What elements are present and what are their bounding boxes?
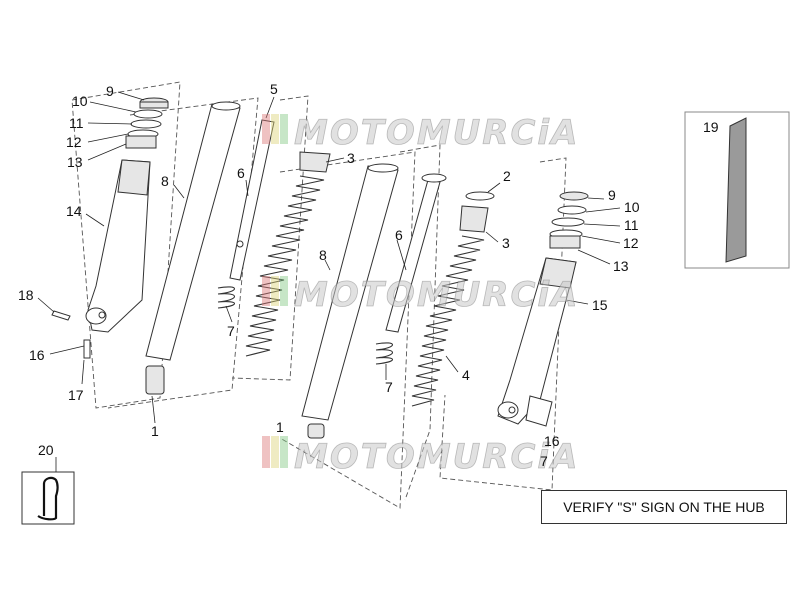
right-oring-10 — [557, 205, 587, 215]
right-main-spring — [411, 235, 485, 407]
callout-7a: 7 — [227, 323, 235, 339]
right-inner-tube-group — [301, 163, 399, 439]
watermark-text-middle: MOTOMURCiA — [294, 275, 579, 315]
callout-7c: 7 — [540, 453, 548, 469]
right-damper-rod-group — [375, 173, 447, 365]
callout-10a: 10 — [72, 93, 88, 109]
left-inner-tube — [145, 103, 241, 361]
watermark-top: MOTOMURCiA — [262, 113, 579, 153]
callout-11b: 11 — [624, 217, 639, 233]
callout-12a: 12 — [66, 134, 82, 150]
right-rod-cap — [421, 173, 447, 183]
left-damper-rod — [229, 119, 275, 281]
watermark-middle: MOTOMURCiA — [262, 275, 579, 315]
callout-18: 18 — [18, 287, 34, 303]
left-bolt-16 — [83, 339, 91, 359]
leader-lines — [37, 91, 621, 472]
watermark-text-bottom: MOTOMURCiA — [294, 437, 579, 477]
callout-8a: 8 — [161, 173, 169, 189]
callout-3b: 3 — [502, 235, 510, 251]
callout-1b: 1 — [276, 419, 284, 435]
callout-13b: 13 — [613, 258, 629, 274]
left-bolt-18 — [51, 310, 71, 321]
callout-13a: 13 — [67, 154, 83, 170]
callout-5: 5 — [270, 81, 278, 97]
watermark-bottom: MOTOMURCiA — [262, 436, 579, 477]
callout-6a: 6 — [237, 165, 245, 181]
callout-15: 15 — [592, 297, 608, 313]
right-top-bushing-3 — [459, 205, 489, 233]
callout-1a: 1 — [151, 423, 159, 439]
callout-6b: 6 — [395, 227, 403, 243]
assembly-outlines — [71, 81, 567, 509]
right-spring-group — [411, 191, 495, 407]
right-caliper-mount — [525, 395, 553, 427]
left-inner-tube-group — [145, 101, 241, 395]
left-axle-hole — [98, 311, 106, 319]
hub-note: VERIFY "S" SIGN ON THE HUB — [541, 490, 787, 524]
right-small-spring-7 — [375, 342, 394, 365]
callout-16b: 16 — [544, 433, 560, 449]
left-small-spring-7 — [217, 286, 236, 309]
callout-labels: 1 1 2 3 3 4 5 6 6 7 7 7 8 8 9 9 10 10 11… — [18, 81, 719, 469]
left-main-spring — [245, 175, 325, 357]
right-ring-11 — [551, 217, 585, 227]
right-tube-bottom-1 — [307, 423, 325, 439]
right-cap — [559, 191, 589, 201]
left-spring-group — [245, 151, 331, 357]
left-bushing-13 — [125, 135, 157, 149]
right-axle-boss — [497, 401, 519, 419]
watermarks: MOTOMURCiA MOTOMURCiA MOTOMURCiA — [262, 113, 579, 477]
left-fork-leg — [87, 159, 151, 333]
callout-9a: 9 — [106, 83, 114, 99]
left-damper-hole — [236, 240, 244, 248]
right-oring-2 — [465, 191, 495, 201]
right-fork-leg-group — [497, 191, 589, 427]
callout-9b: 9 — [608, 187, 616, 203]
left-tube-top — [211, 101, 241, 111]
left-cap-body — [139, 101, 169, 109]
callout-12b: 12 — [623, 235, 639, 251]
callout-3a: 3 — [347, 150, 355, 166]
left-fork-leg-group — [51, 97, 169, 359]
callout-19: 19 — [703, 119, 719, 135]
callout-20: 20 — [38, 442, 54, 458]
callout-2: 2 — [503, 168, 511, 184]
left-top-bushing-3 — [299, 151, 331, 173]
callout-14: 14 — [66, 203, 82, 219]
right-tube-outline — [279, 151, 416, 509]
callout-7b: 7 — [385, 379, 393, 395]
left-damper-rod-group — [217, 119, 275, 309]
callout-17: 17 — [68, 387, 84, 403]
watermark-text-top: MOTOMURCiA — [294, 113, 579, 153]
callout-11a: 11 — [69, 115, 84, 131]
left-ring-11 — [130, 119, 162, 129]
right-bushing-13 — [549, 235, 581, 249]
center-spring-outline — [231, 95, 309, 381]
right-spring-outline — [399, 144, 441, 501]
left-fork-leg-top — [117, 159, 151, 196]
left-tube-bottom-1 — [145, 365, 165, 395]
part-19-sticker — [725, 117, 747, 263]
right-tube-top — [367, 163, 399, 173]
right-axle-hole — [508, 406, 516, 414]
part-20-frame — [21, 471, 75, 525]
callout-4: 4 — [462, 367, 470, 383]
right-fork-leg-top — [539, 257, 577, 289]
callout-16a: 16 — [29, 347, 45, 363]
callout-10b: 10 — [624, 199, 640, 215]
left-assembly-outline — [71, 81, 181, 409]
part-20-clip — [37, 476, 59, 521]
callout-8b: 8 — [319, 247, 327, 263]
left-oring-10 — [133, 109, 163, 119]
part-19-frame — [684, 111, 790, 269]
right-assembly-outline — [439, 157, 567, 491]
